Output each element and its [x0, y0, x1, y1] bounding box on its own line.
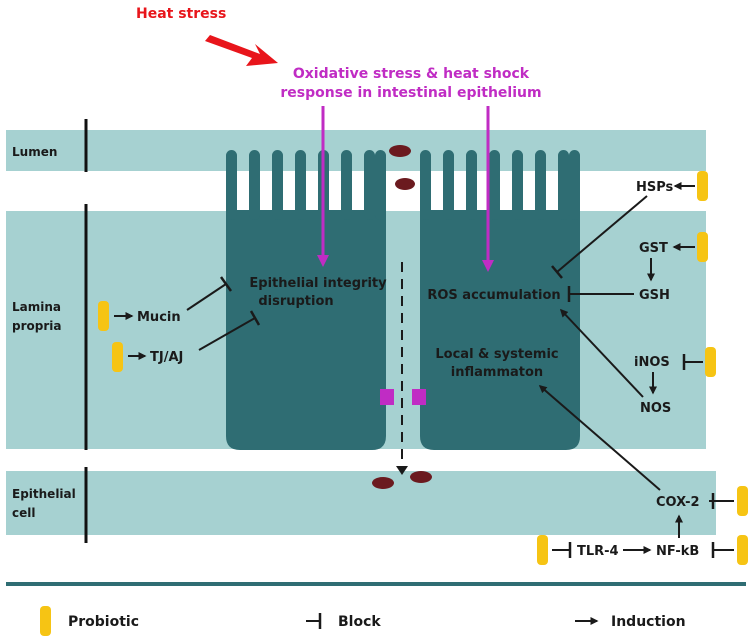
legend-induction-label: Induction [611, 614, 686, 630]
probiotic-tlr4 [537, 535, 548, 565]
region-label-lamina-1: Lamina [12, 300, 61, 314]
node-inflammation-2: inflammaton [451, 365, 543, 380]
induction-nos-ros [559, 308, 644, 398]
granule-bottom-1 [372, 477, 394, 489]
block-tjaj-epithelial [198, 317, 256, 351]
epithelial-cell-left [226, 150, 386, 450]
probiotic-mucin [98, 301, 109, 331]
block-mucin-epithelial-bar [219, 276, 233, 292]
node-tjaj: TJ/AJ [150, 350, 183, 365]
region-label-lumen: Lumen [12, 145, 57, 159]
node-gst: GST [639, 241, 668, 256]
node-epithelial-integrity-2: disruption [258, 294, 333, 309]
oxidative-stress-title-line1: Oxidative stress & heat shock [293, 66, 530, 82]
probiotic-gst [697, 232, 708, 262]
granule-top-2 [395, 178, 415, 190]
legend-divider [6, 582, 746, 586]
node-cox2: COX-2 [656, 495, 700, 510]
block-mucin-epithelial [186, 283, 227, 311]
node-gsh: GSH [639, 288, 670, 303]
probiotic-nfkb [737, 535, 748, 565]
legend: Probiotic Block Induction [40, 606, 686, 636]
probiotic-hsps [697, 171, 708, 201]
node-ros-accumulation: ROS accumulation [427, 288, 560, 303]
node-tlr4: TLR-4 [577, 544, 619, 559]
node-nos: NOS [640, 401, 671, 416]
heat-stress-label: Heat stress [136, 6, 226, 22]
region-label-epithelial-1: Epithelial [12, 487, 76, 501]
block-hsps-ros-bar [551, 265, 563, 279]
probiotic-inos [705, 347, 716, 377]
oxidative-stress-title-line2: response in intestinal epithelium [280, 85, 541, 101]
region-label-epithelial-2: cell [12, 506, 35, 520]
paracellular-arrowhead [396, 466, 408, 475]
node-inflammation-1: Local & systemic [435, 347, 558, 362]
node-mucin: Mucin [137, 310, 181, 325]
node-epithelial-integrity-1: Epithelial integrity [249, 276, 387, 291]
node-nfkb: NF-kB [656, 544, 699, 559]
granule-bottom-2 [410, 471, 432, 483]
epithelial-cell-band [6, 471, 716, 535]
block-tjaj-epithelial-bar [249, 310, 261, 326]
region-label-lamina-2: propria [12, 319, 61, 333]
tight-junction-left [380, 389, 394, 405]
probiotic-tjaj [112, 342, 123, 372]
heat-stress-arrow [205, 35, 278, 66]
probiotic-cox2 [737, 486, 748, 516]
node-hsps: HSPs [636, 180, 674, 195]
legend-probiotic-label: Probiotic [68, 614, 139, 630]
block-hsps-ros [556, 195, 648, 273]
node-inos: iNOS [634, 355, 670, 370]
legend-probiotic-swatch [40, 606, 51, 636]
lumen-band [6, 130, 706, 171]
legend-block-label: Block [338, 614, 381, 630]
tight-junction-right [412, 389, 426, 405]
induction-cox2-inflammation [538, 385, 661, 491]
granule-top-1 [389, 145, 411, 157]
